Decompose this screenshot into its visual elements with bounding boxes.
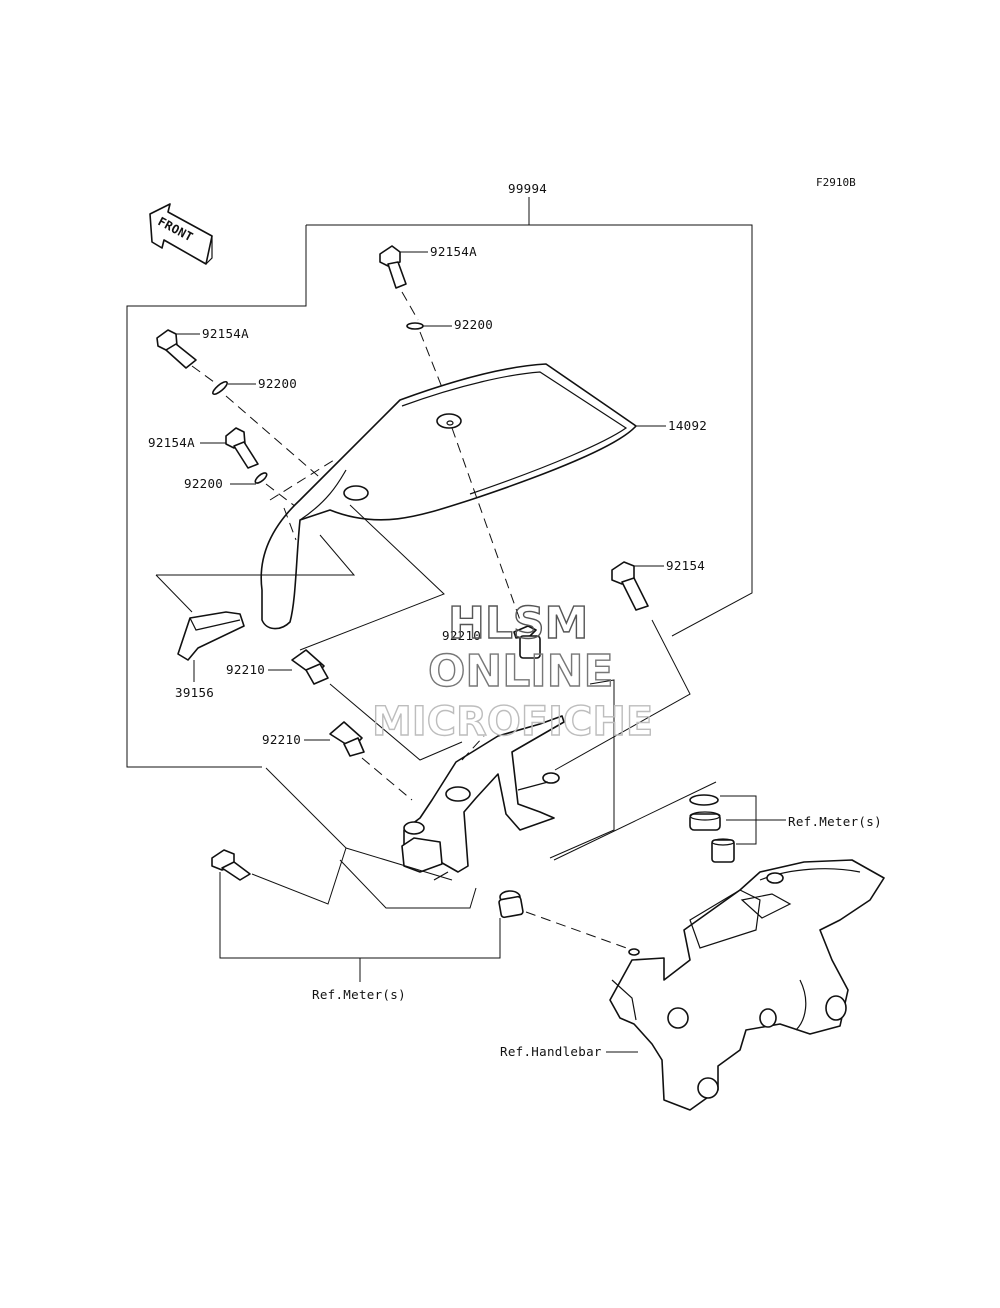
bolt-92154A-mid (225, 427, 259, 469)
windshield-14092 (260, 363, 637, 630)
handlebar-clamp (609, 859, 885, 1111)
bolt-meter-left (211, 849, 251, 881)
watermark-line1: HLSM (448, 598, 588, 649)
part-label-92210-left-upper: 92210 (226, 662, 265, 677)
part-label-14092: 14092 (668, 418, 707, 433)
part-label-92154A-mid: 92154A (148, 435, 195, 450)
front-arrow-icon: FRONT (149, 203, 213, 265)
watermark-line2: ONLINE (428, 646, 614, 697)
meter-grommets (689, 794, 735, 863)
part-label-39156: 39156 (175, 685, 214, 700)
part-label-92154A-left: 92154A (202, 326, 249, 341)
bolt-92154A-left (156, 329, 197, 369)
part-label-92154A-top: 92154A (430, 244, 477, 259)
part-label-92210-center: 92210 (442, 628, 481, 643)
bolt-92154A-top (379, 245, 407, 289)
ref-meter-label-bottom: Ref.Meter(s) (312, 987, 406, 1002)
watermark: HLSM ONLINE MICROFICHE (371, 597, 654, 745)
part-label-92154: 92154 (666, 558, 705, 573)
figure-code: F2910B (816, 176, 856, 189)
washer-92200-mid (254, 472, 268, 484)
washer-92200-left (212, 380, 228, 396)
pad-39156 (177, 611, 245, 661)
part-label-92210-left-lower: 92210 (262, 732, 301, 747)
watermark-line3: MICROFICHE (372, 699, 653, 745)
washer-92200-top (406, 322, 424, 330)
part-label-92200-mid: 92200 (184, 476, 223, 491)
ref-meter-label-right: Ref.Meter(s) (788, 814, 882, 829)
ref-handlebar-label: Ref.Handlebar (500, 1044, 602, 1059)
part-label-99994: 99994 (508, 181, 547, 196)
part-label-92200-top: 92200 (454, 317, 493, 332)
bolt-92154 (611, 561, 649, 611)
collar-92210-left-upper (291, 649, 329, 685)
collar-92210-center (513, 625, 541, 659)
collar-92210-left-lower (329, 721, 365, 757)
collar-meter-bottom (498, 890, 524, 919)
kit-outline-99994 (126, 197, 753, 768)
part-label-92200-left: 92200 (258, 376, 297, 391)
